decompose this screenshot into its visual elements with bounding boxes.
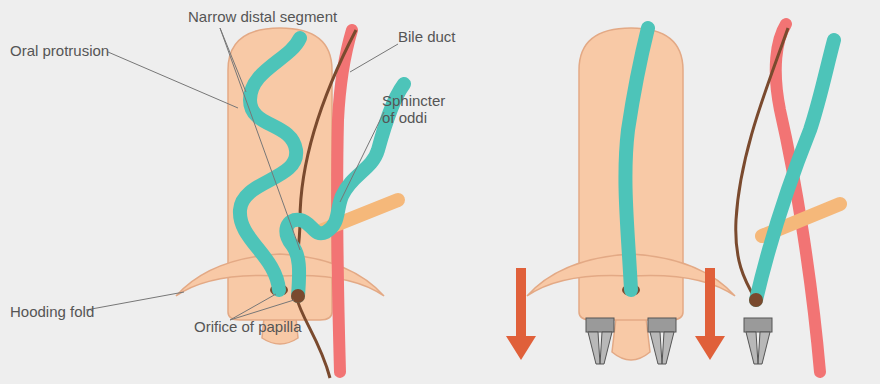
- clips: [586, 318, 772, 364]
- pull-arrows: [506, 268, 725, 360]
- part-label: Orifice of papilla: [194, 318, 302, 335]
- leader-lines: [86, 28, 398, 320]
- part-label: Hooding fold: [10, 303, 94, 320]
- papilla-side-left: [286, 30, 404, 378]
- part-label: Narrow distal segment: [188, 8, 337, 25]
- part-label: Oral protrusion: [10, 42, 109, 59]
- papilla-front-right: [527, 28, 735, 360]
- part-label: Sphincter of oddi: [382, 92, 462, 126]
- papilla-side-right: [736, 24, 840, 372]
- part-label: Bile duct: [398, 28, 456, 45]
